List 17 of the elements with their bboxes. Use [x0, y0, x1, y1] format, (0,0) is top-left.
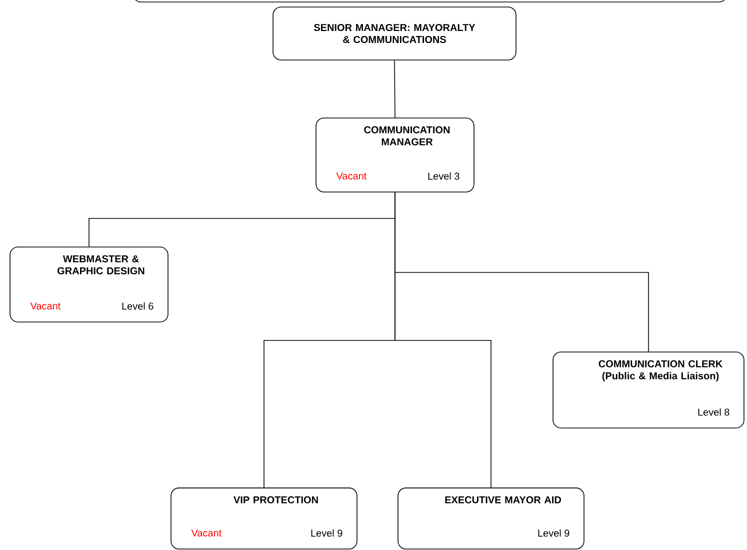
connector-line [394, 192, 492, 488]
position-title: SENIOR MANAGER: MAYORALTY & COMMUNICATIONS [314, 24, 476, 44]
position-title: COMMUNICATION MANAGER [364, 126, 450, 146]
level-label: Level 9 [311, 529, 342, 537]
level-label: Level 3 [428, 172, 460, 180]
connector-line [394, 60, 396, 118]
level-label: Level 9 [538, 529, 570, 537]
vacancy-status: Vacant [191, 530, 222, 536]
vacancy-status: Vacant [336, 172, 367, 180]
position-title: VIP PROTECTION [234, 496, 318, 504]
position-title: COMMUNICATION CLERK (Public & Media Liaison) [598, 360, 723, 382]
vacancy-status: Vacant [30, 302, 61, 310]
box [132, 0, 728, 2]
position-title: WEBMASTER & GRAPHIC DESIGN [58, 255, 144, 274]
position-title: EXECUTIVE MAYOR AID [445, 496, 561, 504]
level-label: Level 6 [122, 302, 154, 310]
level-label: Level 8 [698, 408, 730, 416]
